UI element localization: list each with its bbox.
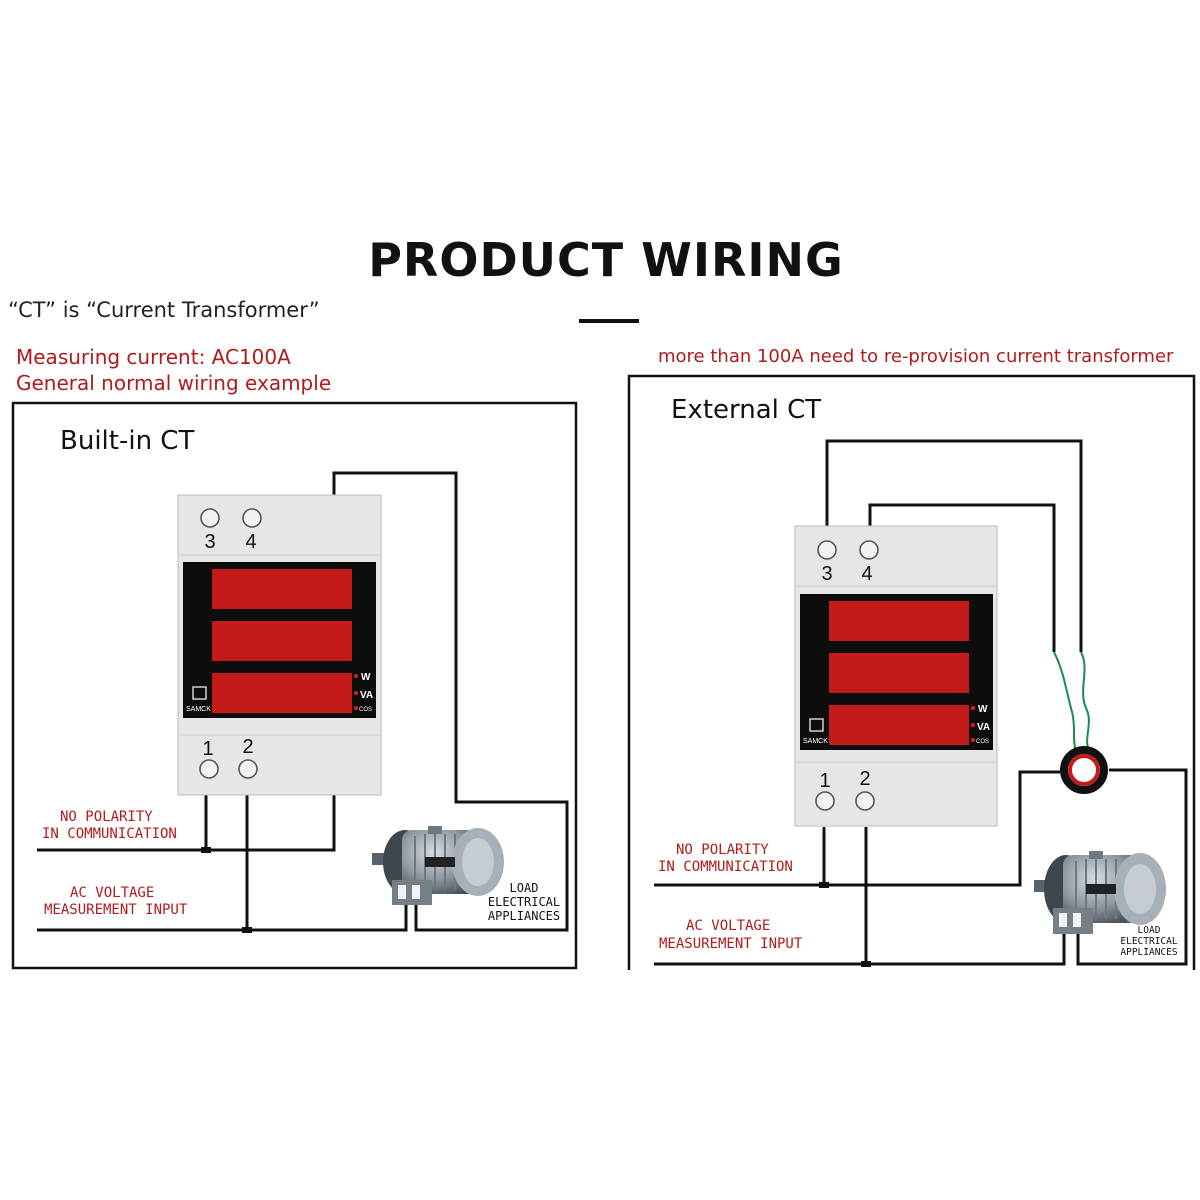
left-load-line-1: LOAD (509, 881, 539, 895)
right-ac-voltage-line-2: MEASUREMENT INPUT (659, 936, 803, 952)
right-set-button (809, 718, 824, 732)
left-terminal-3 (200, 508, 220, 528)
right-load-line-3: APPLIANCES (1120, 947, 1178, 958)
right-terminal-label-4: 4 (861, 563, 872, 585)
right-wires (654, 439, 1188, 966)
left-load-line-3: APPLIANCES (487, 909, 561, 923)
left-terminal-label-1: 1 (202, 738, 213, 760)
right-ct-note: more than 100A need to re-provision curr… (658, 346, 1174, 367)
left-terminal-label-4: 4 (245, 531, 256, 553)
left-ac-voltage-line-1: AC VOLTAGE (70, 885, 155, 901)
left-indicator-w: W (361, 672, 371, 683)
right-brand: SAMCK (803, 738, 828, 745)
right-terminal-3 (817, 540, 837, 560)
right-display-row-1 (829, 601, 969, 641)
left-terminal-4 (242, 508, 262, 528)
right-no-polarity-line-1: NO POLARITY (676, 842, 769, 858)
left-no-polarity-line-1: NO POLARITY (60, 809, 153, 825)
right-terminal-4 (859, 540, 879, 560)
right-load-line-2: ELECTRICAL (1120, 936, 1178, 947)
left-terminal-label-3: 3 (204, 531, 215, 553)
left-indicator-va: VA (360, 690, 373, 701)
right-display-row-3 (829, 705, 969, 745)
right-indicator-va: VA (977, 722, 990, 733)
left-indicator-cos: COS (359, 707, 372, 713)
page-title: PRODUCT WIRING (368, 233, 844, 287)
left-terminal-2 (238, 759, 258, 779)
right-terminal-label-3: 3 (821, 563, 832, 585)
right-indicator-w: W (978, 704, 988, 715)
right-terminal-1 (815, 791, 835, 811)
right-panel-title: External CT (671, 395, 822, 425)
left-load-label: LOAD ELECTRICAL APPLIANCES (484, 881, 564, 923)
right-motor-icon (1034, 851, 1166, 934)
left-display-row-3 (212, 673, 352, 713)
left-brand: SAMCK (186, 706, 211, 713)
right-indicator-cos: COS (976, 739, 989, 745)
left-junction-2 (242, 927, 252, 933)
left-load-line-2: ELECTRICAL (487, 895, 561, 909)
title-underline (579, 319, 639, 323)
right-display-row-2 (829, 653, 969, 693)
right-meter: 3 4 W VA COS SAMCK 1 2 (794, 525, 998, 827)
left-meter: 3 4 W VA COS SAMCK 1 2 (177, 494, 382, 796)
right-terminal-label-1: 1 (819, 770, 830, 792)
left-set-button (192, 686, 207, 700)
left-display-row-1 (212, 569, 352, 609)
right-terminal-label-2: 2 (859, 768, 870, 790)
left-junction-1 (201, 847, 211, 853)
right-ac-voltage-line-1: AC VOLTAGE (686, 918, 771, 934)
left-panel-title: Built-in CT (60, 426, 195, 456)
left-ac-voltage-line-2: MEASUREMENT INPUT (44, 902, 188, 918)
left-terminal-label-2: 2 (242, 736, 253, 758)
right-load-label: LOAD ELECTRICAL APPLIANCES (1117, 925, 1181, 958)
left-wiring-example-label: General normal wiring example (16, 371, 332, 395)
left-measuring-current: Measuring current: AC100A (16, 345, 291, 369)
ct-definition-note: “CT” is “Current Transformer” (8, 298, 320, 322)
left-terminal-1 (199, 759, 219, 779)
left-display-row-2 (212, 621, 352, 661)
left-panel-frame (11, 401, 578, 970)
right-load-line-1: LOAD (1137, 925, 1161, 936)
current-transformer-icon (1053, 651, 1108, 794)
right-panel-frame (627, 374, 1196, 970)
right-no-polarity-line-2: IN COMMUNICATION (658, 859, 793, 875)
right-junction-1 (819, 882, 829, 888)
left-motor-icon (372, 826, 504, 905)
left-no-polarity-line-2: IN COMMUNICATION (42, 826, 177, 842)
right-terminal-2 (855, 791, 875, 811)
right-junction-2 (861, 961, 871, 967)
